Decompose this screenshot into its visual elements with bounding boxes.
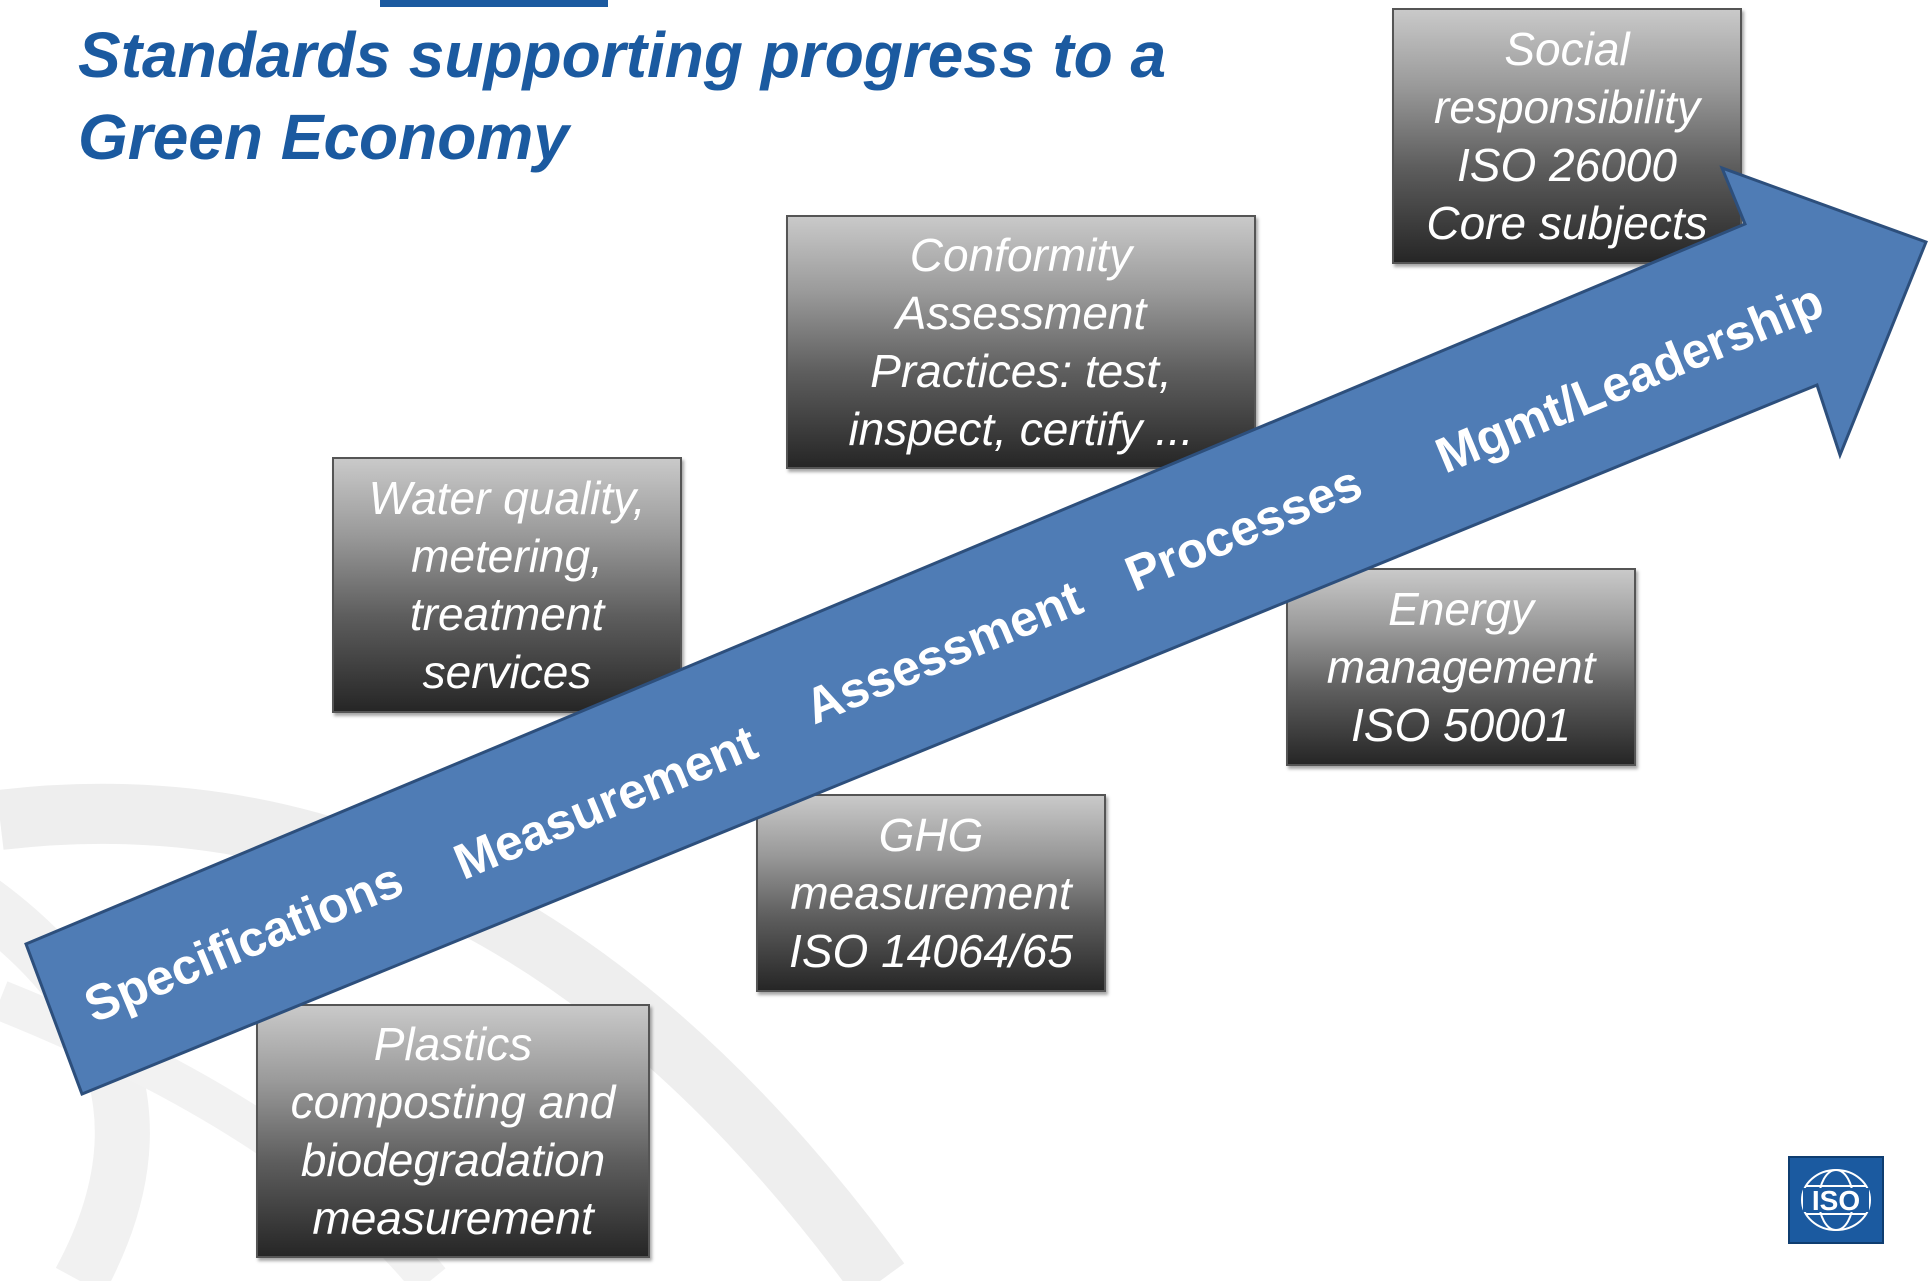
iso-globe-icon: ISO: [1801, 1169, 1871, 1231]
box-line: services: [422, 646, 592, 698]
box-line: management: [1326, 641, 1596, 693]
box-conformity-assessment: Conformity Assessment Practices: test, i…: [786, 215, 1256, 469]
box-line: metering,: [411, 530, 603, 582]
box-line: Water quality,: [368, 472, 646, 524]
box-line: Practices: test,: [870, 345, 1172, 397]
box-line: composting and: [290, 1076, 616, 1128]
box-line: Assessment: [895, 287, 1147, 339]
box-social-responsibility: Social responsibility ISO 26000 Core sub…: [1392, 8, 1742, 264]
box-plastics-composting: Plastics composting and biodegradation m…: [256, 1004, 650, 1258]
box-line: ISO 50001: [1351, 699, 1571, 751]
progress-arrow-shape: [24, 165, 1928, 1096]
box-line: Social: [1504, 23, 1630, 75]
box-line: GHG: [878, 809, 984, 861]
box-line: responsibility: [1434, 81, 1700, 133]
box-line: measurement: [312, 1192, 594, 1244]
box-ghg-measurement: GHG measurement ISO 14064/65: [756, 794, 1106, 992]
title-line-2: Green Economy: [78, 101, 569, 173]
box-line: treatment: [409, 588, 605, 640]
box-water-quality: Water quality, metering, treatment servi…: [332, 457, 682, 713]
box-line: Plastics: [373, 1018, 533, 1070]
box-energy-management: Energy management ISO 50001: [1286, 568, 1636, 766]
box-line: ISO 14064/65: [789, 925, 1073, 977]
box-line: biodegradation: [300, 1134, 606, 1186]
box-line: Energy: [1388, 583, 1534, 635]
box-line: ISO 26000: [1457, 139, 1677, 191]
box-line: Core subjects: [1426, 197, 1708, 249]
iso-logo-text: ISO: [1812, 1185, 1860, 1216]
box-line: inspect, certify ...: [848, 403, 1194, 455]
title-line-1: Standards supporting progress to a: [78, 19, 1167, 91]
box-line: measurement: [790, 867, 1072, 919]
page-title: Standards supporting progress to a Green…: [78, 14, 1358, 178]
header-accent-bar: [380, 0, 608, 7]
iso-logo: ISO: [1788, 1156, 1884, 1244]
box-line: Conformity: [909, 229, 1133, 281]
